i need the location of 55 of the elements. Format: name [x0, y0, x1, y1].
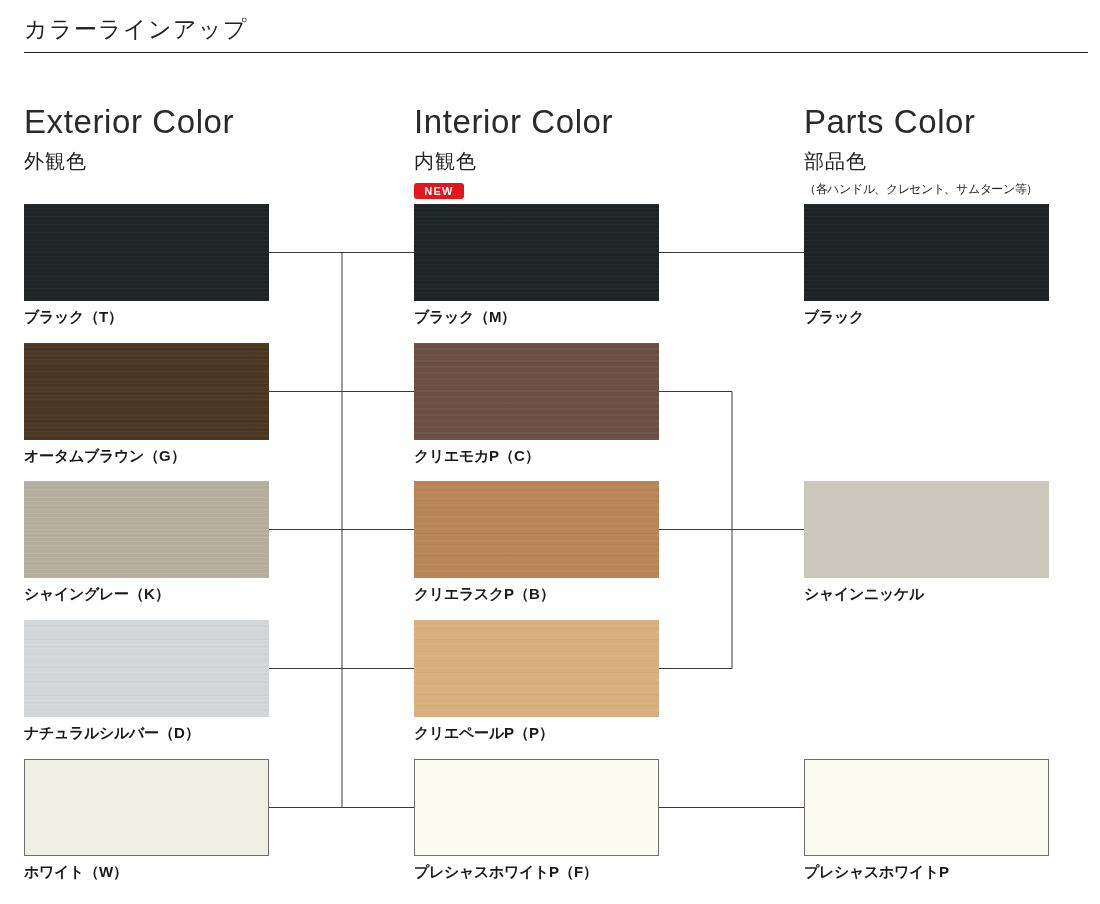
color-swatch: [414, 759, 659, 856]
color-swatch: [804, 759, 1049, 856]
color-name: ブラック: [804, 307, 864, 326]
color-name: クリエペールP（P）: [414, 723, 554, 742]
connector-line: [268, 529, 343, 530]
color-swatch: [414, 481, 659, 578]
color-swatch: [24, 759, 269, 856]
page-title: カラーラインアップ: [24, 15, 248, 44]
color-swatch: [24, 481, 269, 578]
color-swatch: [414, 343, 659, 440]
color-swatch: [804, 204, 1049, 301]
connector-line: [341, 391, 415, 392]
color-name: シャイングレー（K）: [24, 584, 170, 603]
connector-line: [658, 252, 733, 253]
connector-line: [268, 252, 343, 253]
color-swatch: [804, 481, 1049, 578]
color-name: クリエモカP（C）: [414, 446, 540, 465]
color-swatch: [24, 620, 269, 717]
color-swatch: [24, 343, 269, 440]
connector-line: [731, 391, 733, 669]
color-name: シャインニッケル: [804, 584, 924, 603]
connector-line: [731, 807, 805, 808]
connector-line: [341, 668, 415, 669]
color-swatch: [24, 204, 269, 301]
color-swatch: [414, 204, 659, 301]
color-name: ブラック（T）: [24, 307, 124, 326]
color-name: クリエラスクP（B）: [414, 584, 555, 603]
note-text: （各ハンドル、クレセント、サムターン等）: [804, 181, 1038, 198]
column-subheading: 内観色: [414, 149, 477, 174]
connector-line: [658, 529, 733, 530]
color-name: オータムブラウン（G）: [24, 446, 186, 465]
connector-line: [658, 668, 733, 669]
connector-line: [341, 529, 415, 530]
color-name: ブラック（M）: [414, 307, 517, 326]
color-name: プレシャスホワイトP（F）: [414, 862, 599, 881]
connector-line: [268, 668, 343, 669]
connector-line: [268, 391, 343, 392]
new-badge: NEW: [414, 183, 464, 199]
connector-line: [341, 807, 415, 808]
connector-line: [341, 252, 415, 253]
column-heading: Exterior Color: [24, 102, 235, 142]
color-name: ナチュラルシルバー（D）: [24, 723, 200, 742]
connector-line: [268, 807, 343, 808]
column-heading: Parts Color: [804, 102, 976, 142]
connector-line: [341, 252, 343, 808]
color-swatch: [414, 620, 659, 717]
color-name: プレシャスホワイトP: [804, 862, 949, 881]
column-subheading: 外観色: [24, 149, 87, 174]
color-name: ホワイト（W）: [24, 862, 129, 881]
connector-line: [731, 252, 805, 253]
connector-line: [658, 391, 733, 392]
column-heading: Interior Color: [414, 102, 614, 142]
connector-line: [731, 529, 805, 530]
connector-line: [658, 807, 733, 808]
column-subheading: 部品色: [804, 149, 867, 174]
